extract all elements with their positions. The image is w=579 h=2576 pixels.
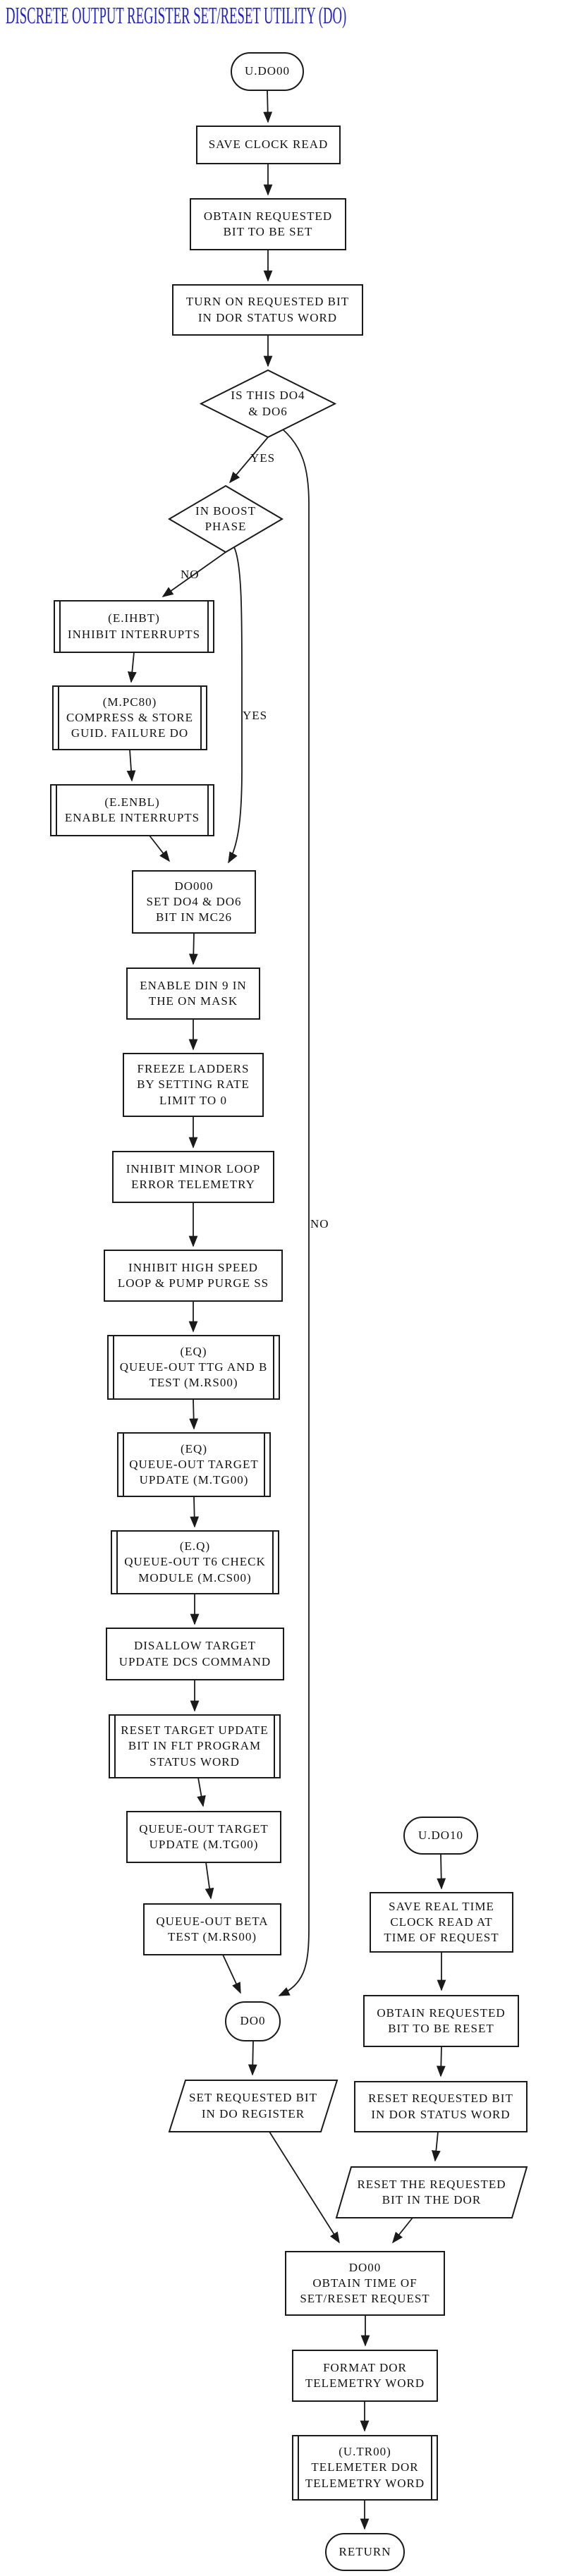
edge-e11 <box>149 835 170 862</box>
u-do00-shape <box>231 52 304 91</box>
diagram-title: DISCRETE OUTPUT REGISTER SET/RESET UTILI… <box>6 3 347 29</box>
edge-e10 <box>126 749 136 782</box>
reset-target-shape <box>109 1714 281 1778</box>
reset-dor-shape <box>335 2166 528 2218</box>
m-pc80-shape <box>52 685 207 750</box>
do00-shape <box>285 2251 445 2316</box>
is-do4-do6-shape <box>199 369 337 439</box>
edge-e23 <box>222 1954 241 1994</box>
set-bit-shape <box>168 2080 339 2132</box>
u-tr00-shape <box>292 2435 438 2501</box>
edge-e7 <box>161 551 226 597</box>
edge-e12 <box>188 932 198 965</box>
edge-e17 <box>189 1398 199 1430</box>
edge-e6 <box>278 428 310 1996</box>
enable-din9-shape <box>126 967 260 1020</box>
eq-target-shape <box>117 1432 271 1497</box>
format-dor-shape <box>292 2350 438 2402</box>
eq-t6-shape <box>111 1530 279 1594</box>
e-ihbt-shape <box>54 600 214 653</box>
inhibit-high-shape <box>104 1250 283 1302</box>
edge-e26 <box>269 2131 340 2244</box>
edge-e8 <box>228 547 243 864</box>
disallow-shape <box>106 1628 284 1680</box>
do000-shape <box>132 870 256 934</box>
edge-e21 <box>197 1777 206 1807</box>
edge-e31 <box>392 2217 413 2244</box>
edge-e1 <box>263 90 273 123</box>
edge-e9 <box>127 652 137 683</box>
edge-e25 <box>248 2040 257 2076</box>
in-boost-shape <box>168 484 284 554</box>
freeze-ladders-shape <box>123 1053 264 1117</box>
inhibit-minor-shape <box>112 1151 274 1203</box>
reset-req-shape <box>354 2081 528 2132</box>
e-enbl-shape <box>50 784 214 836</box>
eq-ttg-shape <box>107 1335 280 1400</box>
edge-e22 <box>205 1862 214 1900</box>
return-shape <box>325 2533 405 2571</box>
edge-e18 <box>190 1496 200 1528</box>
do0-shape <box>225 2001 281 2041</box>
qo-target-shape <box>126 1811 281 1863</box>
edge-layer <box>126 90 446 2530</box>
save-rtc-shape <box>370 1892 513 1953</box>
obtain-set-shape <box>190 198 346 250</box>
save-clock-shape <box>196 126 341 164</box>
edge-e5 <box>228 437 269 484</box>
u-do10-shape <box>403 1817 478 1855</box>
shape-layer <box>50 52 528 2571</box>
turn-on-shape <box>172 284 363 336</box>
edge-e30 <box>432 2131 441 2162</box>
obtain-reset-shape <box>363 1995 519 2047</box>
qo-beta-shape <box>143 1903 281 1955</box>
